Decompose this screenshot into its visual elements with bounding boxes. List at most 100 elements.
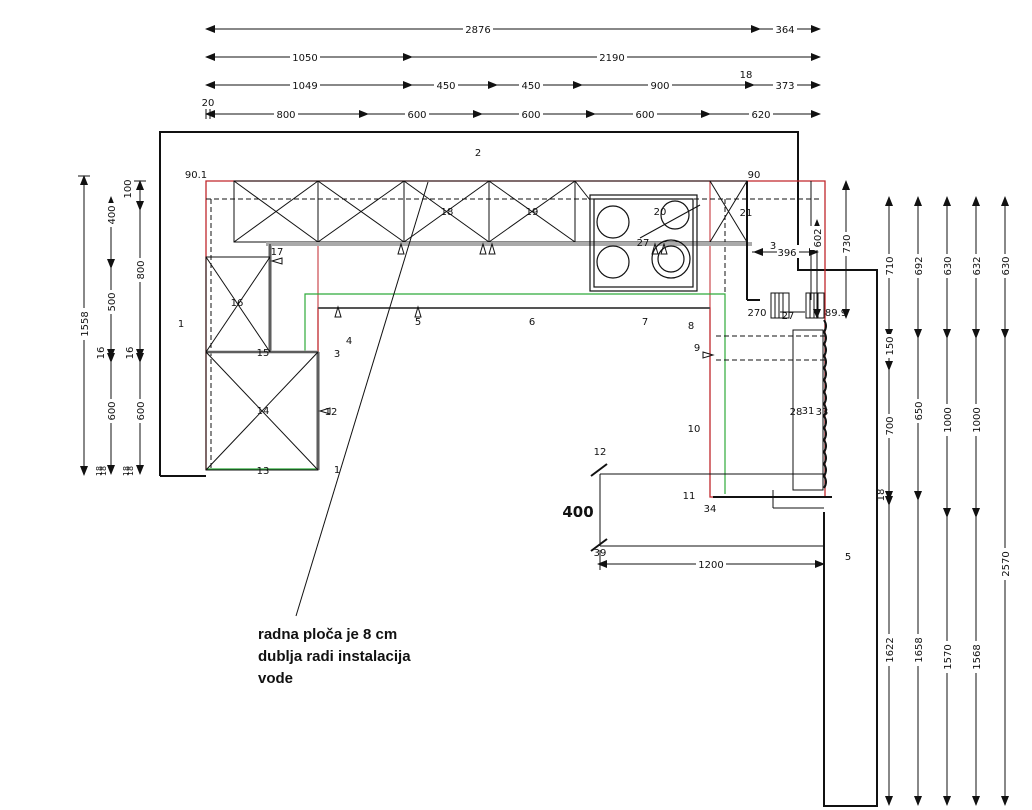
peninsula [590,463,825,570]
note-line-3: vode [258,670,294,687]
label-5: 5 [415,317,421,328]
dim-900: 900 [650,81,669,92]
dim-150: 150 [885,336,896,355]
label-15: 15 [257,348,270,359]
dim-400-left: 400 [107,205,118,224]
dim-90-1: 90.1 [185,170,207,181]
dim-373: 373 [775,81,794,92]
label-12: 12 [594,447,607,458]
dim-600-a: 600 [407,110,426,121]
label-9: 9 [694,343,700,354]
label-1b: 1 [334,465,340,476]
dim-450-a: 450 [436,81,455,92]
label-34: 34 [704,504,717,515]
label-27: 27 [637,238,650,249]
label-8: 8 [688,321,694,332]
dim-630-b: 630 [1001,256,1012,275]
dim-18-left-b: 18 [99,466,108,476]
label-33: 33 [816,407,829,418]
dim-2190: 2190 [599,53,624,64]
leader-20 [639,204,701,239]
dim-1658: 1658 [914,637,925,662]
inner-dimensions [753,180,850,319]
dim-710: 710 [885,256,896,275]
label-11: 11 [683,491,696,502]
label-18: 18 [441,207,454,218]
dim-3: 3 [770,241,776,252]
dim-600-left-a: 600 [107,401,118,420]
dim-18-left-c: 18 [122,466,131,476]
label-2: 2 [475,148,481,159]
dim-16-b: 16 [125,347,136,360]
dim-90: 90 [748,170,761,181]
dim-18-top: 18 [740,70,753,81]
dim-27: 27 [782,311,795,322]
label-16: 16 [231,298,244,309]
dim-18-left-a: 18 [95,466,104,476]
note-line-2: dublja radi instalacija [258,648,411,665]
dim-2876: 2876 [465,25,490,36]
dim-270: 270 [747,308,766,319]
dim-730: 730 [842,234,853,253]
element-numbers: 1 1 2 3 4 5 5 6 7 8 9 10 11 12 13 14 15 … [178,148,851,563]
dim-1200: 1200 [698,560,723,571]
label-21: 21 [740,208,753,219]
installation-note: radna ploča je 8 cm dublja radi instalac… [258,624,478,690]
dim-1622: 1622 [885,637,896,662]
room-walls [159,131,878,807]
dim-600-b: 600 [521,110,540,121]
label-6: 6 [529,317,535,328]
dim-2570: 2570 [1001,551,1012,576]
label-17: 17 [271,247,284,258]
dim-602: 602 [813,228,824,247]
label-3: 3 [334,349,340,360]
dim-800-top: 800 [276,110,295,121]
note-leader-line [295,181,429,617]
dim-396: 396 [777,248,796,259]
label-10: 10 [688,424,701,435]
top-dimension-labels: 2876 364 1050 2190 1049 450 450 900 18 3… [202,22,797,121]
dim-1000-b: 1000 [972,407,983,432]
right-dimension-columns [885,196,1009,806]
note-line-1: radna ploča je 8 cm [258,626,398,643]
dim-800-left: 800 [136,260,147,279]
dim-700: 700 [885,416,896,435]
label-13: 13 [257,466,270,477]
label-28: 28 [790,407,803,418]
right-dimension-labels: 710 150 700 18 1622 692 650 1658 630 100… [876,254,1012,673]
dim-1558: 1558 [80,311,91,336]
tall-cabinets [205,244,319,471]
dim-450-b: 450 [521,81,540,92]
dim-1570: 1570 [943,644,954,669]
dim-600-left-b: 600 [136,401,147,420]
dim-18-left-d: 18 [126,466,135,476]
left-dimension-labels: 1558 100 400 800 500 16 16 600 600 18 18… [77,179,147,476]
dim-1000-a: 1000 [943,407,954,432]
dim-1049: 1049 [292,81,317,92]
label-39: 39 [594,548,607,559]
dim-100: 100 [123,179,134,198]
dim-600-c: 600 [635,110,654,121]
wall-cabinets [233,180,748,243]
label-20: 20 [654,207,667,218]
dim-692: 692 [914,256,925,275]
label-12b: 12 [325,407,338,418]
dim-20: 20 [202,98,215,109]
label-4: 4 [346,336,352,347]
dim-18-right: 18 [876,489,887,502]
dim-1050: 1050 [292,53,317,64]
label-19: 19 [526,207,539,218]
dim-89-9: 89.9 [825,308,847,319]
label-31: 31 [802,406,815,417]
cooktop [589,194,698,292]
dim-1568: 1568 [972,644,983,669]
wall-cabinet-dashed [206,198,825,470]
label-7: 7 [642,317,648,328]
dim-400-peninsula: 400 [562,503,593,521]
dim-16-a: 16 [96,347,107,360]
label-1a: 1 [178,319,184,330]
inner-dimension-labels: 730 602 396 3 270 27 89.9 90.1 90 1200 4… [185,170,853,571]
top-dimension-rows [205,25,821,119]
dim-620: 620 [751,110,770,121]
